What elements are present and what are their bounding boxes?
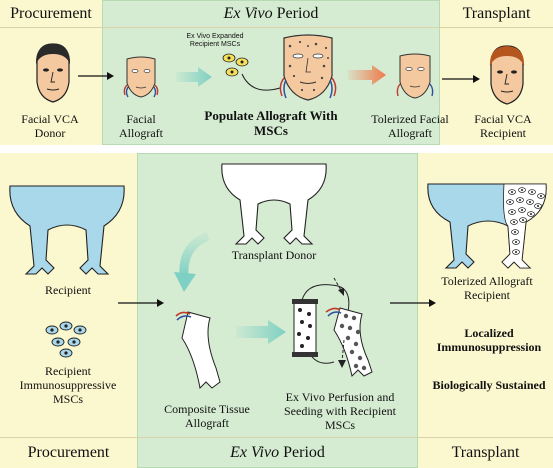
- arrow-procurement-to-exvivo: [118, 299, 164, 307]
- arrow-red-top: [348, 65, 386, 85]
- arrow-teal-bottom: [236, 320, 286, 344]
- tolerized-recipient-limb-icon: [427, 183, 547, 269]
- donor-face-icon: [35, 43, 71, 103]
- bottom-procurement-footer: Procurement: [27, 444, 110, 461]
- composite-allograft-icon: [175, 311, 221, 390]
- expanded-mscs-label: Ex Vivo Expanded Recipient MSCs: [186, 33, 244, 48]
- localized-label: Localized Immunosuppression: [436, 326, 542, 354]
- recipient-top-label: Facial VCA Recipient: [474, 112, 532, 140]
- recipient-mscs-label: Recipient Immunosuppressive MSCs: [19, 364, 117, 406]
- allograft-label: Facial Allograft: [119, 112, 163, 140]
- recipient-bottom-label: Recipient: [45, 283, 91, 297]
- perfusion-label: Ex Vivo Perfusion and Seeding with Recip…: [284, 390, 396, 432]
- bottom-exvivo-footer: Ex Vivo Period: [230, 444, 325, 461]
- bottom-transplant-footer: Transplant: [451, 444, 520, 461]
- top-exvivo-panel: [102, 0, 440, 145]
- populated-allograft-icon: [279, 34, 337, 101]
- transplant-donor-label: Transplant Donor: [231, 248, 317, 262]
- recipient-limb-icon: [9, 185, 125, 275]
- top-procurement-header: Procurement: [10, 5, 92, 22]
- sustained-label: Biologically Sustained: [432, 378, 546, 392]
- msc-cluster-bottom-icon: [45, 321, 87, 358]
- arrow-exvivo-to-transplant: [390, 299, 436, 307]
- transplant-donor-limb-icon: [221, 163, 327, 245]
- tolerized-top-label: Tolerized Facial Allograft: [371, 112, 449, 140]
- arrow-teal-top: [176, 67, 212, 87]
- recipient-face-icon: [489, 45, 525, 105]
- composite-label: Composite Tissue Allograft: [164, 402, 250, 430]
- tolerized-allograft-icon: [396, 53, 434, 99]
- bottom-exvivo-panel: [137, 153, 418, 468]
- msc-cluster-top-icon: [222, 53, 249, 77]
- arrow-tolerized-to-recipient: [442, 75, 480, 83]
- arrow-curved-teal: [174, 231, 210, 292]
- bottom-footer-divider: [0, 437, 553, 438]
- msc-injection-line: [241, 73, 281, 91]
- tolerized-bottom-label: Tolerized Allograft Recipient: [441, 274, 533, 302]
- arrow-donor-to-allograft: [78, 72, 114, 80]
- donor-label: Facial VCA Donor: [21, 112, 79, 140]
- top-header-divider: [0, 27, 553, 28]
- top-transplant-header: Transplant: [462, 5, 531, 22]
- populate-label: Populate Allograft With MSCs: [204, 108, 338, 138]
- perfusion-device-icon: [292, 277, 373, 378]
- top-exvivo-header: Ex Vivo Period: [223, 5, 319, 22]
- facial-allograft-icon: [123, 56, 159, 98]
